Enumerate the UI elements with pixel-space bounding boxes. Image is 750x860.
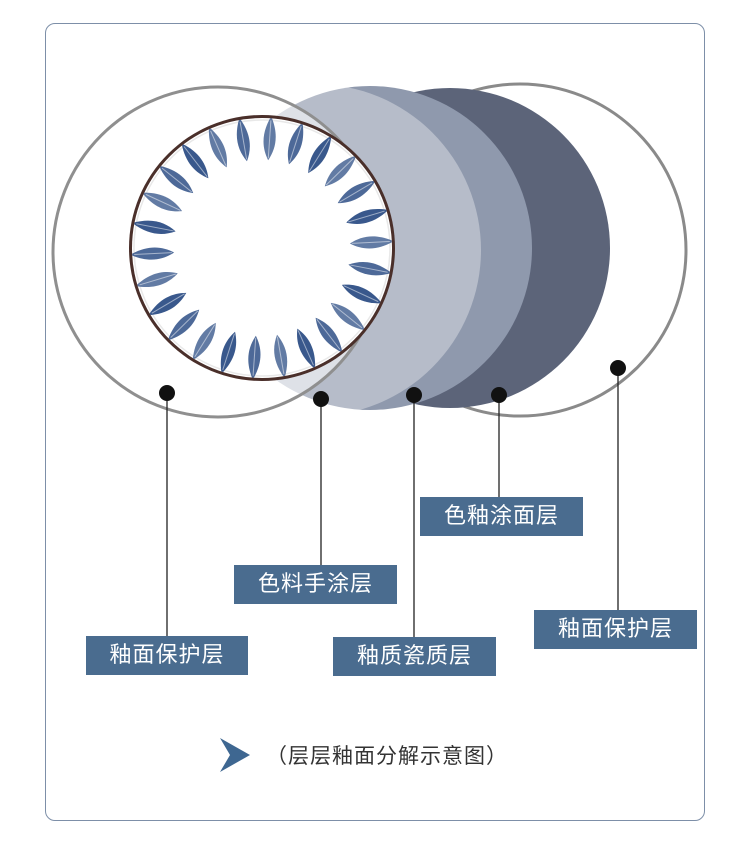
- plate-petal-vein: [348, 210, 385, 223]
- marker-glaze-porcelain: [406, 387, 422, 403]
- diagram-frame: [45, 23, 705, 821]
- painted-plate: [129, 115, 395, 381]
- plate-petal-vein: [289, 126, 302, 163]
- caption: （层层釉面分解示意图）: [218, 736, 508, 774]
- plate-petal-vein: [276, 336, 285, 375]
- plate-petal-vein: [339, 182, 373, 203]
- plate-petal-vein: [316, 319, 341, 350]
- label-outer-protect-right: 釉面保护层: [534, 610, 697, 649]
- plate-petal-vein: [252, 337, 257, 376]
- caption-text: （层层釉面分解示意图）: [266, 744, 508, 768]
- label-color-glaze: 色釉涂面层: [420, 497, 583, 536]
- plate-petal-vein: [139, 273, 176, 286]
- plate-petal-vein: [134, 252, 173, 256]
- label-color-hand-paint: 色料手涂层: [234, 565, 397, 604]
- plate-petal-vein: [161, 167, 192, 193]
- plate-petal-vein: [222, 333, 235, 370]
- plate-petal-vein: [308, 138, 330, 172]
- label-glaze-porcelain: 釉质瓷质层: [333, 637, 496, 676]
- plate-petal-vein: [332, 303, 363, 329]
- marker-color-glaze: [491, 387, 507, 403]
- plate-petal-vein: [297, 330, 314, 366]
- marker-outer-protect-right: [610, 360, 626, 376]
- plate-petal-vein: [210, 130, 227, 166]
- plate-petal-vein: [145, 193, 181, 211]
- plate-petal-vein: [343, 285, 379, 303]
- plate-petal-vein: [170, 310, 199, 339]
- marker-outer-protect-left: [159, 385, 175, 401]
- plate-petal-vein: [151, 293, 185, 314]
- marker-color-hand-paint: [313, 391, 329, 407]
- plate-petal-vein: [325, 157, 354, 186]
- plate-petal-vein: [350, 264, 388, 273]
- chevron-right-icon: [218, 736, 252, 774]
- plate-petal-vein: [194, 324, 216, 358]
- plate-petal-vein: [136, 223, 174, 232]
- plate-petal-vein: [183, 146, 208, 177]
- plate-petal-vein: [267, 120, 272, 159]
- leader-lines: [166, 368, 619, 637]
- label-outer-protect-left: 釉面保护层: [86, 636, 248, 675]
- plate-petal-vein: [239, 121, 248, 160]
- plate-petal-vein: [351, 240, 390, 244]
